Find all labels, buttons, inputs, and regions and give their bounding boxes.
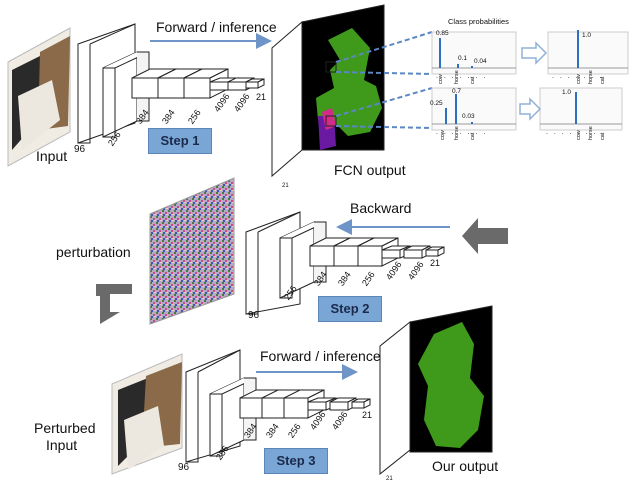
fcn-output-volume: [271, 4, 385, 178]
prob-bottom-cat-value: 0.03: [462, 113, 475, 120]
step-1-box: Step 1: [148, 128, 212, 154]
forward-label-1: Forward / inference: [156, 19, 277, 35]
dots-bottom: . . . . . . .: [436, 129, 488, 136]
backward-label: Backward: [350, 200, 412, 216]
prob-chart-top-after: [547, 30, 629, 75]
class-probabilities-label: Class probabilities: [448, 17, 509, 26]
network-1: [77, 23, 265, 144]
perturbation-image: [149, 177, 235, 325]
return-arrow-icon: [462, 218, 508, 254]
layer-label-2-6: 21: [430, 258, 441, 268]
prob-top-horse-value: 0.1: [458, 55, 468, 62]
class-label-bottomafter-cat: cat: [600, 132, 606, 140]
prob-bottom-cow-value: 0.25: [430, 100, 443, 107]
perturbation-label: perturbation: [56, 244, 131, 260]
input-size-label-2: 96: [248, 310, 260, 321]
input-size-label-3: 96: [178, 462, 190, 473]
prob-chart-top: [431, 31, 517, 75]
down-arrow-icon: [96, 284, 132, 324]
layer-label-3-6: 21: [362, 410, 373, 420]
prob-top-cat-value: 0.04: [474, 58, 487, 65]
perturbed-input-label-2: Input: [46, 437, 78, 453]
output-depth-label-1: 21: [282, 183, 289, 189]
input-image-1: [7, 27, 71, 167]
prob-bottom-horse-value: 0.7: [452, 88, 462, 95]
hollow-arrow-bottom: [519, 97, 542, 121]
fcn-output-label: FCN output: [334, 162, 406, 178]
our-output-label: Our output: [432, 458, 499, 474]
our-output-volume: [379, 305, 493, 476]
dashed-links: [335, 31, 433, 129]
step-3-box: Step 3: [264, 448, 328, 474]
dots-bottomafter: . . . . . . .: [546, 129, 598, 136]
prob-chart-bottom: [431, 87, 517, 131]
input-label: Input: [36, 148, 68, 164]
prob-bottom-after-value: 1.0: [562, 89, 572, 96]
network-2: [245, 211, 445, 315]
step-2-box: Step 2: [318, 296, 382, 322]
prob-top-cow-value: 0.85: [436, 30, 449, 37]
prob-chart-bottom-after: [539, 87, 623, 131]
layer-label-1-6: 21: [256, 92, 267, 102]
network-3: [185, 349, 371, 463]
input-image-2: [111, 353, 183, 475]
prob-top-after-value: 1.0: [582, 32, 592, 39]
hollow-arrow-top: [521, 41, 548, 65]
perturbed-input-label-1: Perturbed: [34, 420, 96, 436]
output-depth-label-2: 21: [386, 476, 393, 482]
dots-topafter: . . . . . . .: [552, 73, 604, 80]
dots-top: . . . . . . .: [436, 73, 488, 80]
input-size-label-1: 96: [74, 144, 86, 155]
forward-label-2: Forward / inference: [260, 348, 381, 364]
